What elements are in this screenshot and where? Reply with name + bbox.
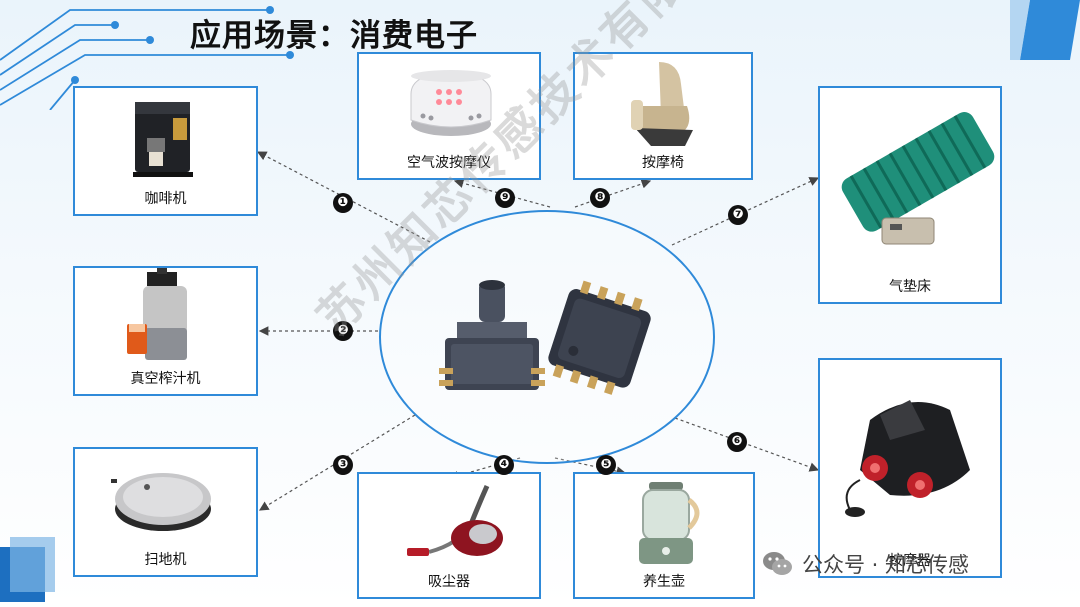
card-air-mattress: 气垫床 <box>818 86 1002 304</box>
card-coffee-machine: 咖啡机 <box>73 86 258 216</box>
badge-6: ❻ <box>727 432 747 452</box>
label-coffee-machine: 咖啡机 <box>144 191 187 207</box>
footer: 公众号 · 知芯传感 <box>760 546 969 582</box>
robot-vacuum-icon <box>111 473 211 531</box>
vacuum-cleaner-icon <box>407 484 503 556</box>
card-massage-pillow: 按摩器 <box>818 358 1002 578</box>
label-massage-chair: 按摩椅 <box>642 155 684 171</box>
massage-chair-icon <box>631 62 693 146</box>
badge-4: ❹ <box>494 455 514 475</box>
label-robot-vacuum: 扫地机 <box>144 552 187 568</box>
label-vacuum-cleaner: 吸尘器 <box>428 574 470 590</box>
card-robot-vacuum: 扫地机 <box>73 447 258 577</box>
air-mattress-icon <box>841 112 995 245</box>
label-massage-pillow: 按摩器 <box>889 553 931 569</box>
juicer-icon <box>127 268 187 360</box>
footer-text: 公众号 · 知芯传感 <box>802 553 970 577</box>
badge-7: ❼ <box>728 205 748 225</box>
card-juicer: 真空榨汁机 <box>73 266 258 396</box>
badge-5: ❺ <box>596 455 616 475</box>
massage-pillow-icon <box>845 400 970 517</box>
kettle-icon <box>639 482 700 564</box>
card-air-wave-massager: 空气波按摩仪 <box>357 52 541 180</box>
badge-8: ❽ <box>590 188 610 208</box>
badge-9: ❾ <box>495 188 515 208</box>
corner-shape-top-right <box>1010 0 1080 60</box>
page-title: 应用场景：消费电子 <box>190 18 478 54</box>
badge-1: ❶ <box>333 193 353 213</box>
card-vacuum-cleaner: 吸尘器 <box>357 472 541 599</box>
corner-shape-bottom-left <box>0 537 55 602</box>
center-hub <box>379 210 715 464</box>
circuit-decoration <box>0 6 294 110</box>
connector-8 <box>574 179 652 208</box>
label-air-wave-massager: 空气波按摩仪 <box>407 155 491 171</box>
card-kettle: 养生壶 <box>573 472 755 599</box>
pressure-sensor-chips-icon <box>439 280 651 395</box>
label-kettle: 养生壶 <box>643 574 685 590</box>
label-juicer: 真空榨汁机 <box>130 371 201 387</box>
label-air-mattress: 气垫床 <box>889 279 931 295</box>
badge-3: ❸ <box>333 455 353 475</box>
connector-6 <box>674 417 820 472</box>
air-wave-massager-icon <box>410 70 492 136</box>
wechat-icon <box>763 552 792 575</box>
badge-2: ❷ <box>333 321 353 341</box>
coffee-machine-icon <box>133 102 193 177</box>
card-massage-chair: 按摩椅 <box>573 52 753 180</box>
